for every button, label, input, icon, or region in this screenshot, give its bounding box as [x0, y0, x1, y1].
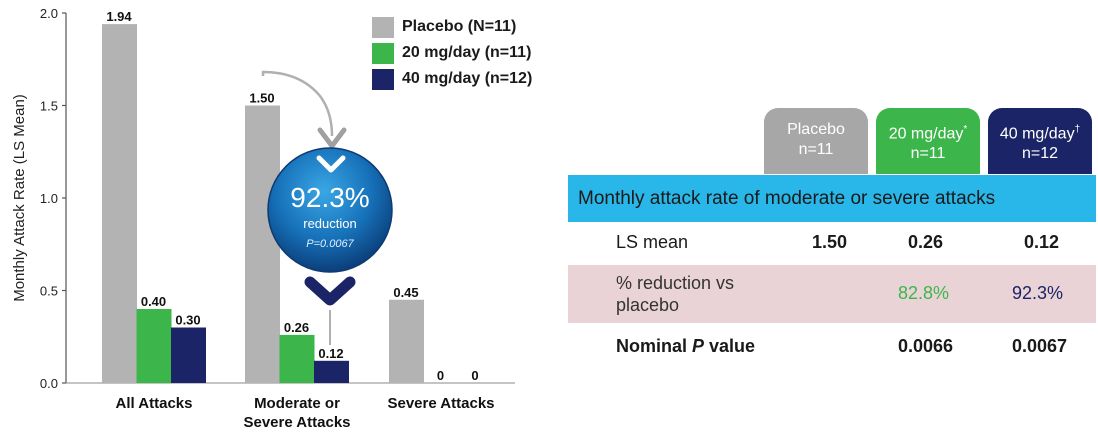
row-reduction-label: % reduction vs placebo [616, 272, 734, 316]
legend-item-20mg: 20 mg/day (n=11) [372, 40, 532, 66]
y-tick-label: 0.0 [40, 376, 58, 391]
legend-label-20mg: 20 mg/day (n=11) [402, 44, 532, 61]
bar-20mg-0 [136, 309, 172, 383]
reduction-percent: 92.3% [290, 182, 369, 213]
annotation-arrowhead-icon [317, 127, 347, 149]
pvalue-40mg: 0.0067 [1012, 336, 1068, 356]
bar-placebo-2 [389, 299, 424, 383]
col-header-20mg-mark: * [963, 124, 968, 135]
legend-item-placebo: Placebo (N=11) [372, 14, 532, 40]
reduction-40mg: 92.3% [1012, 283, 1064, 303]
chevron-down-icon [316, 155, 346, 173]
data-label-20mg-2: 0 [437, 368, 444, 383]
legend-label-placebo: Placebo (N=11) [402, 18, 517, 35]
col-header-20mg-line1: 20 mg/day [888, 125, 964, 143]
reduction-20mg: 82.8% [898, 283, 950, 303]
legend-label-40mg: 40 mg/day (n=12) [402, 70, 533, 87]
data-label-20mg-1: 0.26 [284, 320, 309, 335]
col-header-40mg: 40 mg/day† n=12 [988, 108, 1092, 174]
chart-legend: Placebo (N=11) 20 mg/day (n=11) 40 mg/da… [372, 14, 532, 92]
row-pvalue-label-suffix: value [704, 336, 756, 356]
reduction-pvalue: P=0.0067 [306, 238, 354, 250]
bar-40mg-1 [314, 360, 349, 383]
reduction-word: reduction [303, 216, 356, 231]
x-tick-label: Moderate or [254, 395, 340, 412]
row-pvalue-label-p: P [692, 336, 705, 356]
row-pvalue-label-prefix: Nominal [616, 336, 693, 356]
y-tick-label: 2.0 [40, 6, 58, 21]
row-reduction-label-line1: % reduction vs [616, 273, 735, 293]
reduction-circle [268, 148, 392, 272]
y-tick-label: 0.5 [40, 284, 58, 299]
row-ls-mean-label: LS mean [616, 232, 689, 252]
data-label-placebo-2: 0.45 [393, 285, 418, 300]
row-pvalue-label: Nominal P value [616, 336, 755, 357]
legend-swatch-placebo [372, 16, 394, 38]
legend-item-40mg: 40 mg/day (n=12) [372, 66, 532, 92]
y-tick-label: 1.0 [40, 191, 58, 206]
col-header-placebo-line2: n=11 [798, 141, 834, 158]
col-header-placebo: Placebo n=11 [764, 108, 868, 174]
annotation-curved-arrow [261, 70, 334, 137]
table-band-title: Monthly attack rate of moderate or sever… [568, 175, 1096, 222]
data-label-40mg-1: 0.12 [318, 346, 343, 361]
data-label-placebo-1: 1.50 [249, 91, 274, 106]
x-tick-label: Severe Attacks [387, 395, 494, 412]
bar-placebo-1 [245, 105, 280, 383]
ls-mean-placebo: 1.50 [812, 232, 848, 252]
y-tick-label: 1.5 [40, 99, 58, 114]
data-label-40mg-0: 0.30 [175, 313, 200, 328]
row-pvalue: Nominal P value 0.0066 0.0067 [568, 324, 1096, 368]
row-ls-mean: LS mean 1.50 0.26 0.12 [568, 222, 1096, 264]
bar-40mg-0 [171, 327, 206, 383]
col-header-40mg-line2: n=12 [1021, 145, 1059, 163]
legend-swatch-20mg [372, 42, 394, 64]
ls-mean-40mg: 0.12 [1024, 232, 1060, 252]
ls-mean-20mg: 0.26 [908, 232, 944, 252]
legend-swatch-40mg [372, 68, 394, 90]
x-tick-label: Severe Attacks [243, 414, 350, 431]
x-tick-label: All Attacks [116, 395, 193, 412]
col-header-40mg-line1: 40 mg/day [999, 125, 1075, 143]
col-header-20mg: 20 mg/day* n=11 [876, 108, 980, 174]
pvalue-20mg: 0.0066 [898, 336, 954, 356]
bar-20mg-1 [279, 334, 315, 383]
y-axis-label: Monthly Attack Rate (LS Mean) [11, 94, 28, 302]
col-header-placebo-line1: Placebo [787, 121, 845, 138]
reduction-circle-outline [267, 147, 393, 273]
data-label-20mg-0: 0.40 [141, 294, 166, 309]
data-label-40mg-2: 0 [471, 368, 478, 383]
col-header-20mg-line2: n=11 [910, 145, 946, 163]
row-reduction-label-line2: placebo [616, 295, 680, 315]
chevron-down-large-icon [304, 276, 356, 306]
data-label-placebo-0: 1.94 [106, 9, 132, 24]
col-header-40mg-mark: † [1074, 124, 1081, 135]
bar-placebo-0 [102, 24, 137, 383]
row-reduction: % reduction vs placebo 82.8% 92.3% [568, 265, 1096, 323]
